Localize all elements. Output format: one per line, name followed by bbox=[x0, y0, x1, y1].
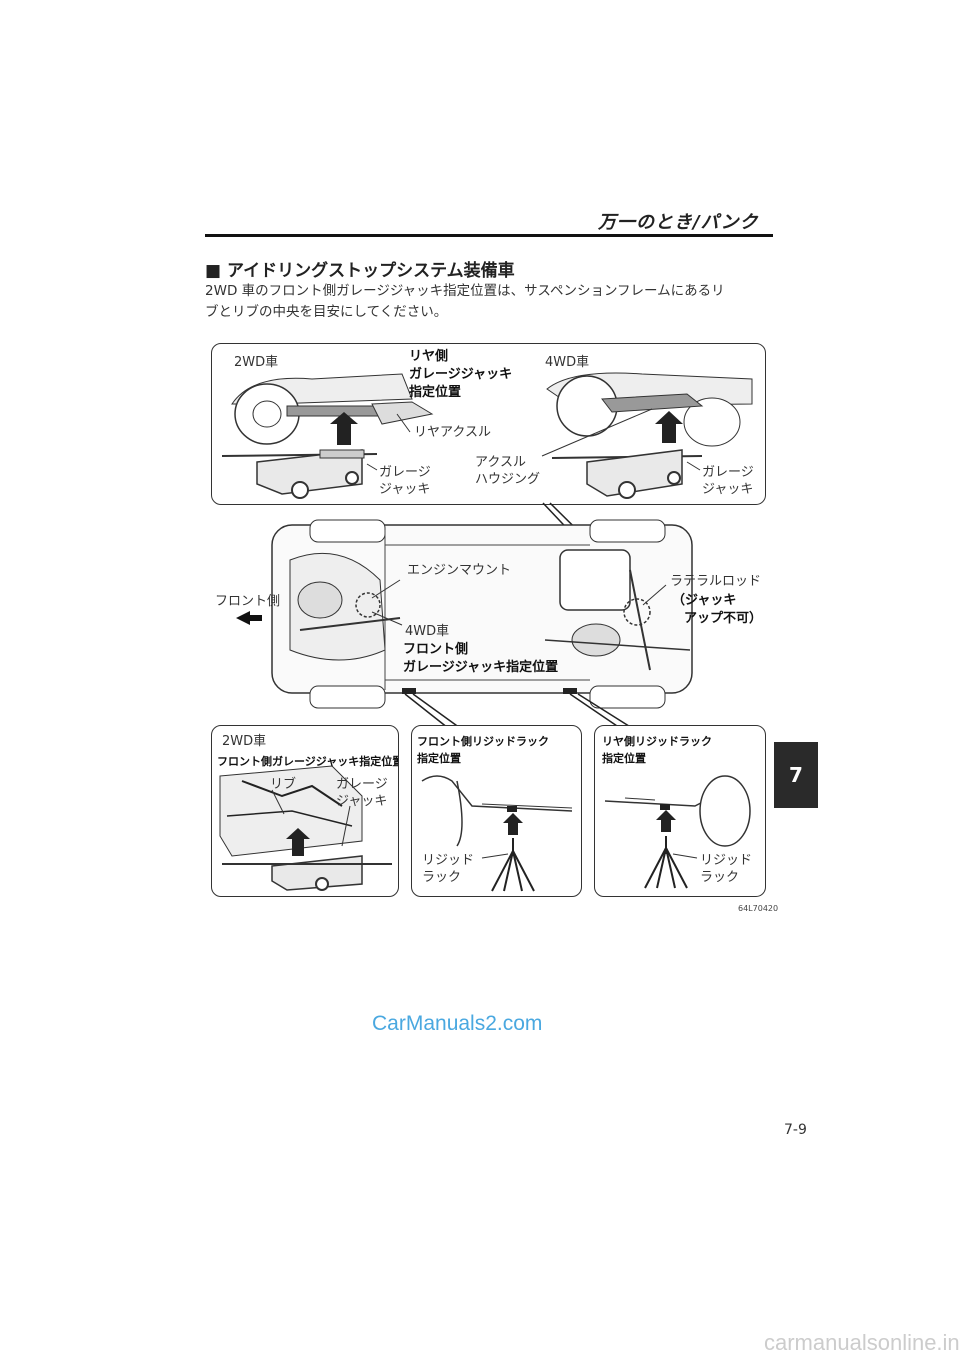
page-number: 7-9 bbox=[784, 1122, 807, 1138]
engine-mount-label: エンジンマウント bbox=[407, 563, 512, 578]
front-jack-label-2: ガレージジャッキ指定位置 bbox=[403, 660, 559, 675]
top-right-model-label: 4WD車 bbox=[545, 355, 590, 370]
garage-jack-left-1: ガレージ bbox=[379, 465, 431, 480]
lateral-rod-label: ラテラルロッド bbox=[670, 574, 762, 589]
bottom-left-jack-2: ジャッキ bbox=[336, 794, 388, 809]
middle-4wd-label: 4WD車 bbox=[405, 624, 450, 639]
bottom-middle-title-1: フロント側リジッドラック bbox=[417, 735, 549, 748]
bottom-middle-title-2: 指定位置 bbox=[417, 752, 461, 765]
no-jack-label-1: （ジャッキ bbox=[672, 593, 737, 608]
rear-axle-label: リヤアクスル bbox=[414, 425, 491, 440]
body-text-line2: ブとリブの中央を目安にしてください。 bbox=[205, 304, 448, 320]
bottom-middle-rack-1: リジッド bbox=[422, 853, 475, 868]
bottom-right-panel: リヤ側リジッドラック 指定位置 リジッド ラック bbox=[594, 725, 766, 897]
rear-jack-illustration bbox=[221, 372, 753, 499]
watermark-link[interactable]: CarManuals2.com bbox=[372, 1012, 543, 1035]
bottom-left-model: 2WD車 bbox=[222, 734, 267, 749]
top-left-model-label: 2WD車 bbox=[234, 355, 279, 370]
rib-label: リブ bbox=[270, 777, 297, 792]
front-jack-label-1: フロント側 bbox=[403, 642, 469, 657]
axle-housing-label-1: アクスル bbox=[475, 455, 526, 470]
front-side-label: フロント側 bbox=[215, 594, 281, 609]
rear-jack-label-1: リヤ側 bbox=[409, 349, 449, 364]
front-jack-2wd-illustration bbox=[219, 765, 392, 891]
no-jack-label-2: アップ不可） bbox=[684, 611, 763, 626]
bottom-middle-panel: フロント側リジッドラック 指定位置 リジッド ラック bbox=[411, 725, 582, 897]
top-diagram-panel: 2WD車 リヤ側 ガレージジャッキ 指定位置 4WD車 リヤアクスル アクスル … bbox=[211, 343, 766, 505]
rear-rigid-rack-illustration bbox=[604, 775, 751, 889]
bottom-left-panel: 2WD車 フロント側ガレージジャッキ指定位置 リブ ガレージ ジャッキ bbox=[211, 725, 399, 897]
garage-jack-right-2: ジャッキ bbox=[702, 482, 754, 497]
axle-housing-label-2: ハウジング bbox=[475, 472, 541, 487]
front-rigid-rack-illustration bbox=[421, 775, 573, 892]
bottom-right-title-2: 指定位置 bbox=[602, 752, 646, 765]
chapter-header-title: 万一のとき/パンク bbox=[598, 212, 759, 233]
garage-jack-left-2: ジャッキ bbox=[379, 482, 431, 497]
section-heading: ■ アイドリングストップシステム装備車 bbox=[205, 261, 515, 281]
rear-jack-label-3: 指定位置 bbox=[409, 385, 462, 400]
rear-jack-label-2: ガレージジャッキ bbox=[409, 367, 513, 382]
footer-watermark: carmanualsonline.info bbox=[764, 1330, 960, 1355]
garage-jack-right-1: ガレージ bbox=[702, 465, 754, 480]
bottom-right-title-1: リヤ側リジッドラック bbox=[602, 735, 712, 748]
figure-code: 64L70420 bbox=[738, 904, 779, 913]
body-text-line1: 2WD 車のフロント側ガレージジャッキ指定位置は、サスペンションフレームにあるリ bbox=[205, 283, 725, 299]
bottom-right-rack-2: ラック bbox=[700, 870, 740, 885]
chapter-tab: 7 bbox=[774, 742, 818, 808]
bottom-left-title: フロント側ガレージジャッキ指定位置 bbox=[217, 755, 399, 768]
header-rule bbox=[205, 234, 773, 237]
bottom-right-rack-1: リジッド bbox=[700, 853, 753, 868]
bottom-left-jack-1: ガレージ bbox=[336, 777, 388, 792]
bottom-middle-rack-2: ラック bbox=[422, 870, 462, 885]
